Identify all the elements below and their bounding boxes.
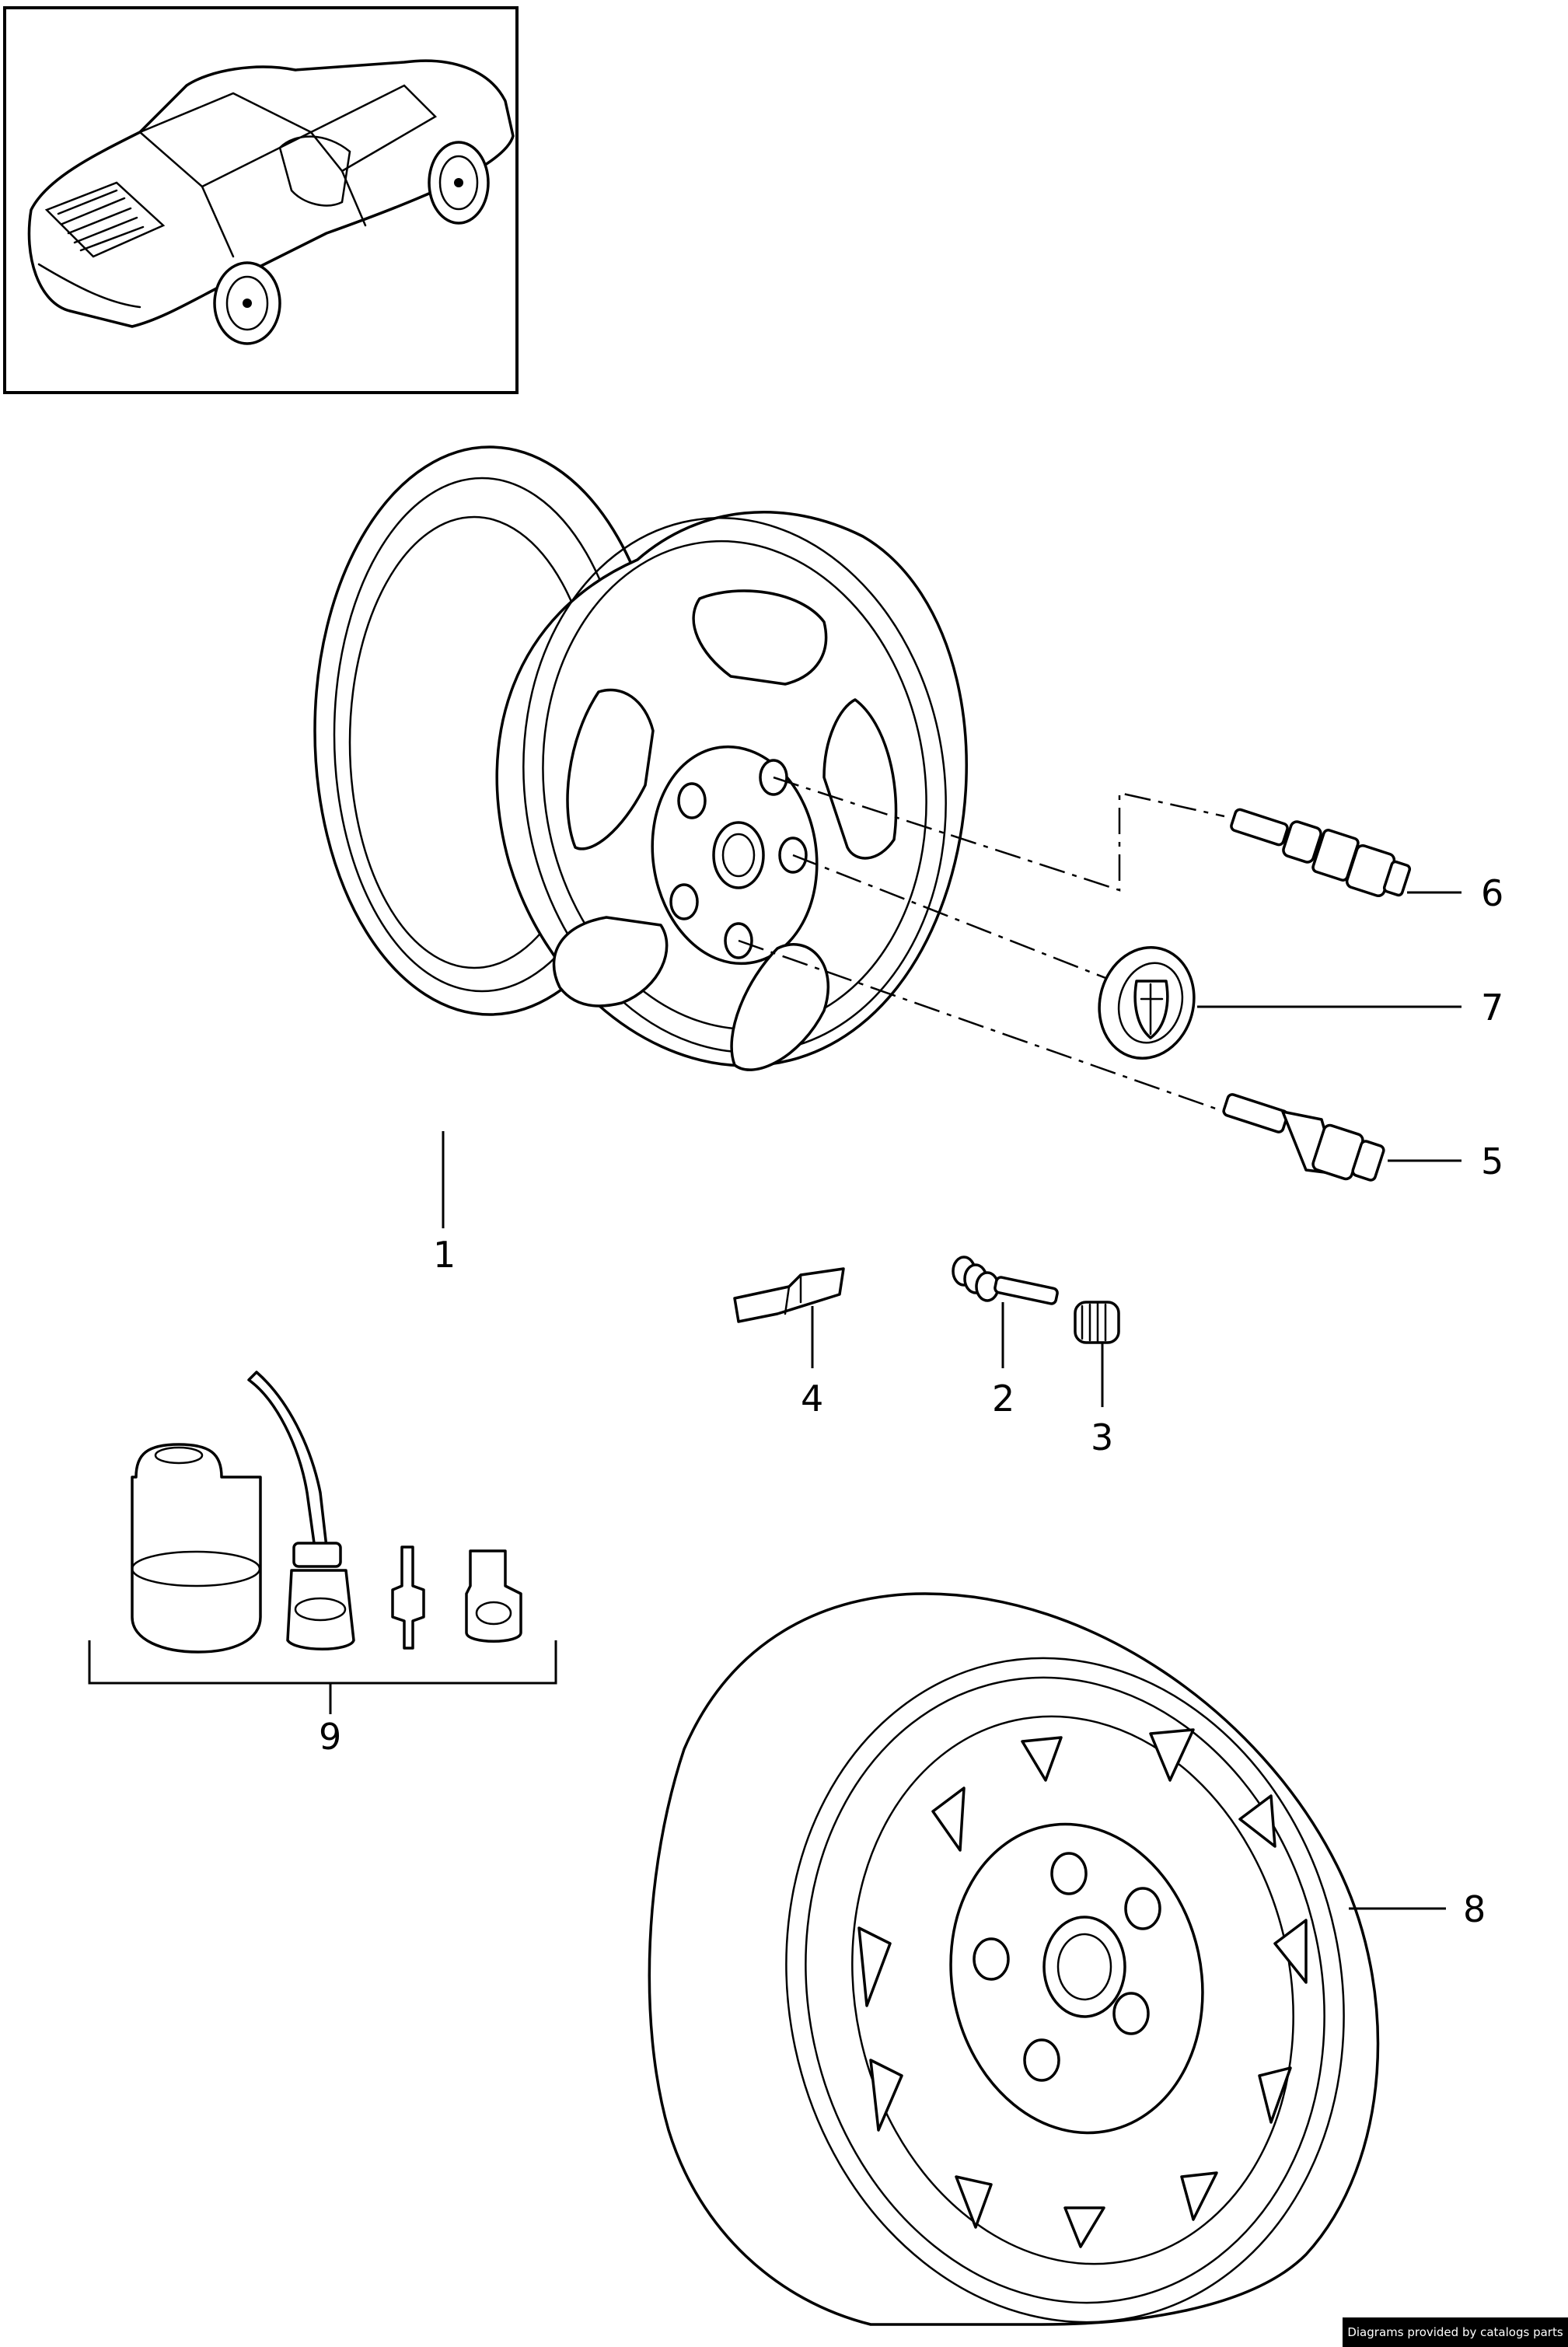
callout-4: 4 <box>801 1378 823 1420</box>
tpms-kit <box>88 1371 557 1714</box>
callout-1: 1 <box>433 1234 456 1276</box>
callout-5: 5 <box>1481 1140 1503 1182</box>
callout-2: 2 <box>992 1378 1014 1420</box>
center-cap <box>1098 945 1196 1060</box>
credit-footer: Diagrams provided by catalogs parts <box>1343 2317 1568 2347</box>
callout-labels: 1 2 3 4 5 6 7 8 9 <box>319 872 1503 1930</box>
callout-6: 6 <box>1481 872 1503 914</box>
callout-8: 8 <box>1463 1888 1486 1930</box>
car-illustration <box>27 59 515 345</box>
callout-3: 3 <box>1091 1416 1113 1458</box>
alloy-wheel <box>313 445 968 1071</box>
wheel-bolt <box>1222 1093 1385 1182</box>
valve-cap <box>1074 1301 1120 1344</box>
balance-weight <box>733 1267 845 1323</box>
callout-9: 9 <box>319 1716 341 1758</box>
callout-leaders <box>442 891 1461 1910</box>
tire-valve <box>952 1256 1059 1305</box>
callout-7: 7 <box>1481 987 1503 1029</box>
spare-wheel <box>648 1592 1380 2326</box>
assembly-lines <box>738 776 1225 1113</box>
vehicle-inset <box>3 6 519 394</box>
locking-wheel-bolt <box>1230 808 1412 898</box>
